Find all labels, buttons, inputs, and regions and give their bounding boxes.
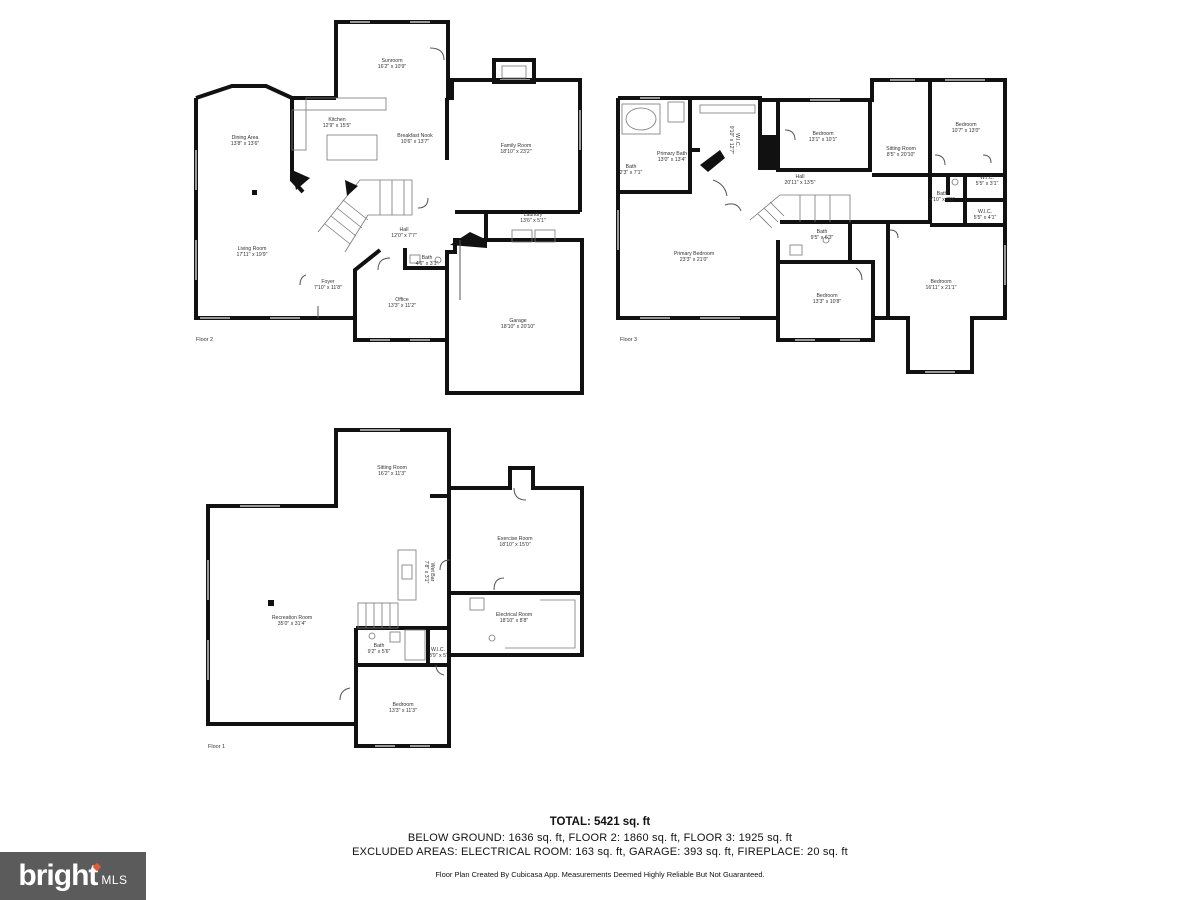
total-area: TOTAL: 5421 sq. ft [549, 816, 651, 828]
room-dims: 8'5" x 20'10" [887, 152, 916, 158]
floor1-interior-walls [354, 488, 582, 724]
room-name: W.I.C. [734, 133, 740, 147]
room-name: Dining Area [232, 135, 259, 141]
room-name: Bedroom [955, 122, 976, 128]
floor-label: Floor 2 [196, 337, 213, 343]
room-dims: 4'10" x 7'0" [929, 197, 955, 203]
room-name: Primary Bath [657, 151, 687, 157]
room-dims: 4'6" x 3'1" [416, 261, 439, 267]
room-dims: 3'9" x 5' [429, 653, 447, 659]
room-dims: 18'10" x 8'8" [500, 618, 529, 624]
logo-wordmark: bright [18, 859, 98, 892]
room-name: Foyer [321, 279, 335, 285]
room-dims: 17'11" x 19'9" [237, 252, 268, 258]
room-name: Sunroom [381, 58, 402, 64]
floor3-interior-walls [618, 80, 1005, 340]
room-dims: 13'0" x 13'4" [658, 157, 687, 163]
room-name: Recreation Room [272, 615, 312, 621]
floor2-sunroom-walls [334, 20, 450, 98]
room-dims: 35'0" x 31'4" [278, 621, 307, 627]
floor-3-plan: Primary Bath 13'0" x 13'4" Bath 2'3" x 7… [616, 78, 1007, 374]
logo-mls: MLS [101, 873, 128, 887]
room-dims: 13'3" x 10'8" [813, 299, 842, 305]
room-name: Bath [626, 164, 637, 170]
floor1-room-labels: Sitting Room 16'2" x 11'3" Exercise Room… [272, 465, 533, 714]
room-dims: 10'6" x 13'7" [401, 139, 430, 145]
room-dims: 13'3" x 11'2" [388, 303, 416, 309]
room-name: Bedroom [816, 293, 837, 299]
floor-2-plan: Sunroom 16'2" x 10'9" Kitchen 12'9" x 15… [194, 20, 584, 395]
room-name: Hall [400, 227, 409, 233]
floor2-main-walls [194, 78, 584, 395]
room-dims: 13'1" x 10'1" [809, 137, 838, 143]
bright-mls-logo: bright MLS [0, 852, 146, 900]
room-name: Laundry [524, 212, 543, 218]
room-dims: 23'3" x 21'0" [680, 257, 709, 263]
room-dims: 18'10" x 23'2" [500, 149, 531, 155]
room-name: Breakfast Nook [397, 133, 433, 139]
room-name: Bath [374, 643, 385, 649]
floor-1-plan: Sitting Room 16'2" x 11'3" Exercise Room… [206, 428, 584, 750]
room-name: Kitchen [328, 117, 345, 123]
room-dims: 7'8" x 3'1" [423, 561, 429, 584]
room-dims: 18'10" x 20'10" [501, 324, 535, 330]
floor1-outer-walls [206, 428, 584, 748]
room-name: Sitting Room [886, 146, 916, 152]
room-dims: 13'3" x 11'3" [389, 708, 417, 714]
room-name: Hall [796, 174, 805, 180]
room-dims: 16'11" x 21'1" [926, 285, 957, 291]
floor-label: Floor 3 [620, 337, 637, 343]
room-dims: 16'2" x 10'9" [378, 64, 407, 70]
disclaimer: Floor Plan Created By Cubicasa App. Meas… [435, 870, 765, 879]
floor2-room-labels: Sunroom 16'2" x 10'9" Kitchen 12'9" x 15… [231, 58, 546, 330]
room-name: Office [395, 297, 409, 303]
room-dims: 13'6" x 5'1" [520, 218, 546, 224]
room-name: W.I.C. [980, 175, 994, 181]
room-name: Wet Bar [429, 563, 435, 582]
room-dims: 12'9" x 15'5" [323, 123, 352, 129]
room-dims: 16'2" x 11'3" [378, 471, 406, 477]
room-name: Bath [817, 229, 828, 235]
room-dims: 20'11" x 13'5" [785, 180, 816, 186]
room-name: Sitting Room [377, 465, 407, 471]
room-dims: 7'10" x 11'8" [314, 285, 342, 291]
floor2-interior-walls [290, 98, 580, 318]
room-dims: 9'10" x 12'7" [728, 126, 734, 155]
room-name: Bedroom [930, 279, 951, 285]
room-name: Primary Bedroom [674, 251, 714, 257]
room-dims: 2'3" x 7'1" [620, 170, 643, 176]
room-dims: 18'10" x 15'0" [499, 542, 530, 548]
excluded-areas: EXCLUDED AREAS: ELECTRICAL ROOM: 163 sq.… [352, 846, 848, 858]
room-name: Living Room [238, 246, 267, 252]
room-dims: 5'5" x 3'1" [976, 181, 999, 187]
room-name: W.I.C. [431, 647, 445, 653]
room-dims: 10'7" x 13'0" [952, 128, 981, 134]
room-name: Electrical Room [496, 612, 532, 618]
room-name: Garage [509, 318, 526, 324]
room-name: Exercise Room [497, 536, 532, 542]
room-dims: 5'5" x 4'1" [974, 215, 997, 221]
room-name: Family Room [501, 143, 532, 149]
room-dims: 9'2" x 5'6" [368, 649, 391, 655]
area-breakdown: BELOW GROUND: 1636 sq. ft, FLOOR 2: 1860… [407, 832, 793, 844]
room-dims: 13'8" x 13'6" [231, 141, 260, 147]
room-dims: 9'5" x 6'3" [811, 235, 834, 241]
room-name: Bedroom [812, 131, 833, 137]
room-name: Bedroom [392, 702, 413, 708]
room-name: W.I.C. [978, 209, 992, 215]
room-name: Bath [937, 191, 948, 197]
room-dims: 12'0" x 7'7" [391, 233, 417, 239]
room-name: Bath [422, 255, 433, 261]
floor3-room-labels: Primary Bath 13'0" x 13'4" Bath 2'3" x 7… [620, 122, 999, 305]
floor2-fireplace [492, 58, 536, 84]
floor-label: Floor 1 [208, 744, 225, 750]
